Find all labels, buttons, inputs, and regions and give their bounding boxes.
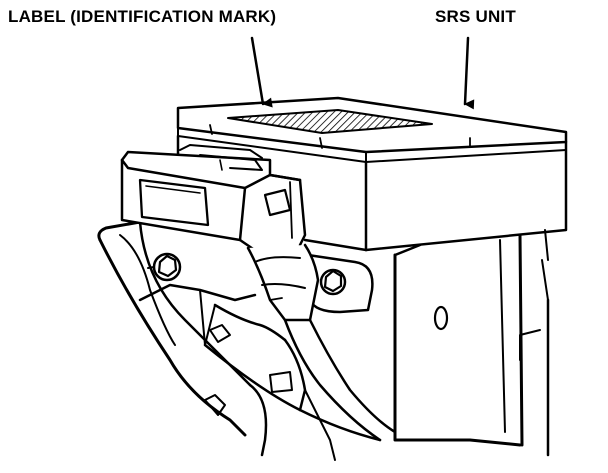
connector-housing [120,144,307,257]
label-callout: LABEL (IDENTIFICATION MARK) [8,7,277,26]
mounting-bracket [393,229,550,457]
leader-arrows [250,36,475,110]
identification-label [227,109,433,134]
right-mounting-bolt [319,268,347,296]
left-mounting-bolt [147,252,182,282]
label-arrow [250,36,273,108]
srs-unit-callout: SRS UNIT [435,7,516,26]
bolt-tab [306,253,374,314]
floor-bracket [97,204,382,461]
srs-unit-arrow [463,36,475,110]
wiring-harness [246,243,397,442]
bracket-hole [433,305,449,331]
